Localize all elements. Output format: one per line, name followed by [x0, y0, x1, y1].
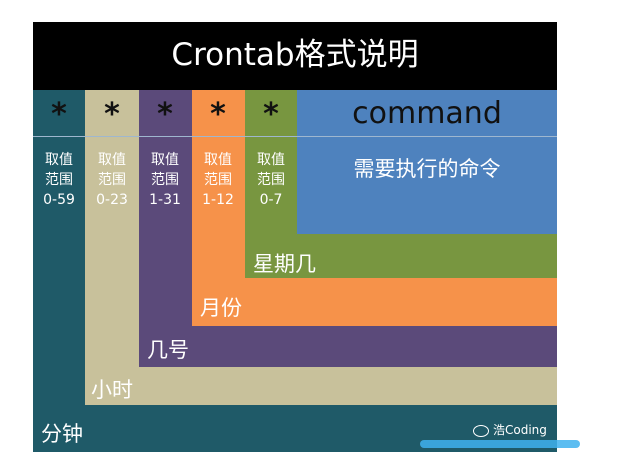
hour-label: 小时	[91, 378, 133, 402]
minute-star: *	[51, 97, 67, 132]
day-star: *	[157, 97, 173, 132]
month-label: 月份	[200, 296, 242, 320]
scribble-mark	[420, 440, 580, 448]
watermark: 浩Coding	[473, 422, 547, 438]
wechat-icon	[473, 424, 489, 437]
band-command	[297, 90, 557, 234]
day-label: 几号	[147, 338, 189, 362]
header-divider	[33, 136, 557, 137]
hour-range: 取值 范围 0-23	[96, 152, 128, 208]
minute-label: 分钟	[41, 422, 83, 446]
month-range: 取值 范围 1-12	[202, 152, 234, 208]
week-label: 星期几	[253, 252, 316, 276]
diagram-title: Crontab格式说明	[171, 37, 419, 73]
week-star: *	[263, 97, 279, 132]
month-star: *	[210, 97, 226, 132]
minute-range: 取值 范围 0-59	[43, 152, 75, 208]
command-label: command	[352, 96, 502, 131]
title-bar	[33, 22, 557, 90]
crontab-diagram: Crontab格式说明 * * * * * 取值 范围 0-59 取值 范围 0…	[33, 22, 557, 452]
hour-star: *	[104, 97, 120, 132]
day-range: 取值 范围 1-31	[149, 152, 181, 208]
week-range: 取值 范围 0-7	[257, 152, 285, 208]
command-description: 需要执行的命令	[353, 157, 501, 181]
